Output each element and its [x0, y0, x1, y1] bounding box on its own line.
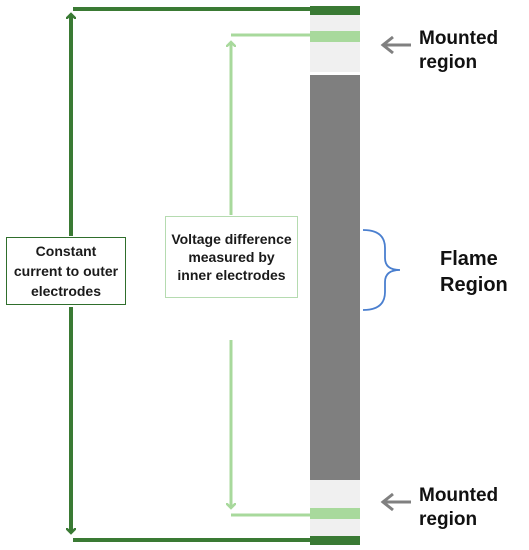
outer-electrode-top: [310, 6, 360, 15]
flame-line2: Region: [440, 274, 508, 296]
flame-region-label: Flame Region: [440, 246, 508, 298]
inner-electrode-label-text: Voltage difference measured by inner ele…: [171, 231, 292, 283]
left-arrow-icon: [380, 492, 411, 512]
outer-electrode-label-text: Constant current to outer electrodes: [13, 243, 119, 299]
mounted-bottom-line1: Mounted: [419, 485, 499, 506]
outer-electrode-bottom: [310, 536, 360, 545]
left-arrow-icon: [380, 35, 411, 55]
flame-line1: Flame: [440, 248, 498, 270]
specimen-bar: [310, 75, 360, 480]
outer-electrode-label: Constant current to outer electrodes: [6, 237, 126, 305]
right-curly-brace-icon: [362, 229, 401, 311]
mounted-top-line1: Mounted: [419, 28, 499, 49]
inner-electrode-bottom: [310, 508, 360, 519]
mounted-region-top-label: Mounted region: [419, 27, 498, 75]
inner-electrode-label: Voltage difference measured by inner ele…: [165, 216, 298, 298]
mounted-bottom-line2: region: [419, 509, 478, 530]
inner-electrode-top: [310, 31, 360, 42]
mounted-region-bottom-label: Mounted region: [419, 484, 498, 532]
mounted-top-line2: region: [419, 52, 478, 73]
